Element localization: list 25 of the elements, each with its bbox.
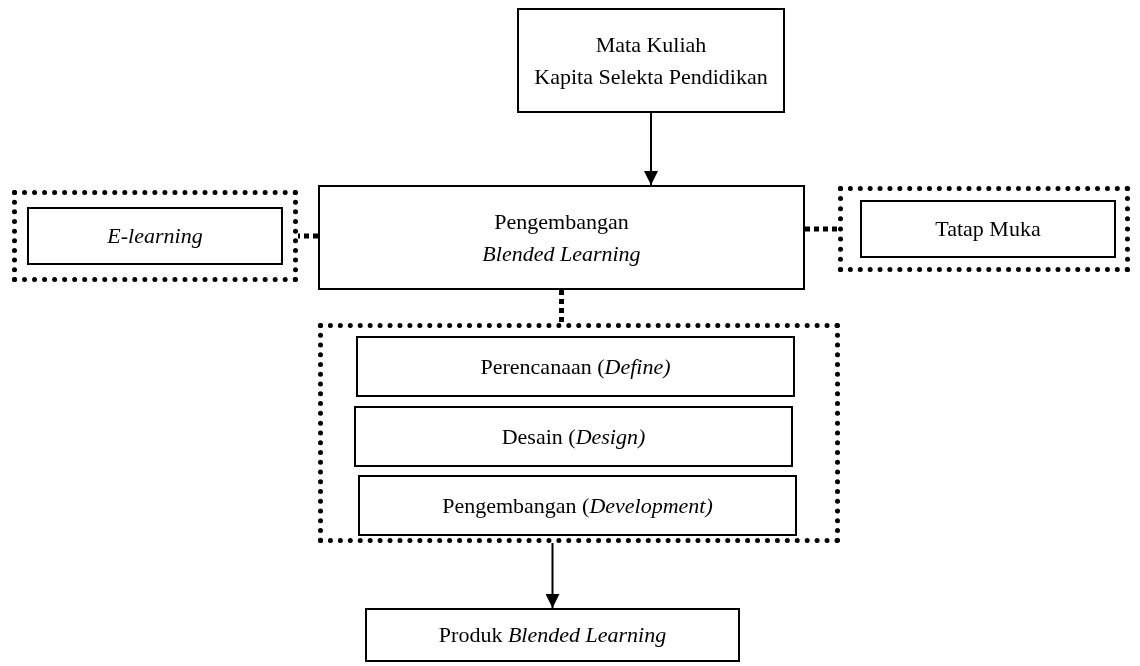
process-box — [358, 475, 797, 536]
box-label: Desain (Design) — [501, 422, 646, 451]
box-label: Pengembangan Blended Learning — [481, 207, 642, 268]
dotted-frame — [318, 323, 840, 543]
box-label: E-learning — [107, 222, 203, 250]
dotted-connector — [298, 233, 318, 239]
arrow — [644, 112, 658, 186]
box-label: Pengembangan (Development) — [442, 491, 713, 520]
process-box — [318, 185, 805, 290]
dotted-connector — [805, 226, 838, 232]
arrow — [545, 542, 560, 609]
process-box — [365, 608, 740, 662]
dotted-connector — [559, 290, 564, 323]
dotted-frame — [12, 190, 298, 282]
box-label: Tatap Muka — [935, 215, 1041, 243]
process-box — [354, 406, 793, 467]
box-label: Mata Kuliah — [595, 30, 707, 59]
process-box — [860, 200, 1116, 258]
process-box — [27, 207, 283, 265]
box-label: Produk Blended Learning — [438, 621, 667, 649]
box-label: Perencanaan (Define) — [480, 352, 671, 381]
process-box — [517, 8, 785, 113]
box-label: Kapita Selekta Pendidikan — [534, 62, 768, 91]
process-box — [356, 336, 795, 397]
dotted-frame — [838, 186, 1130, 272]
